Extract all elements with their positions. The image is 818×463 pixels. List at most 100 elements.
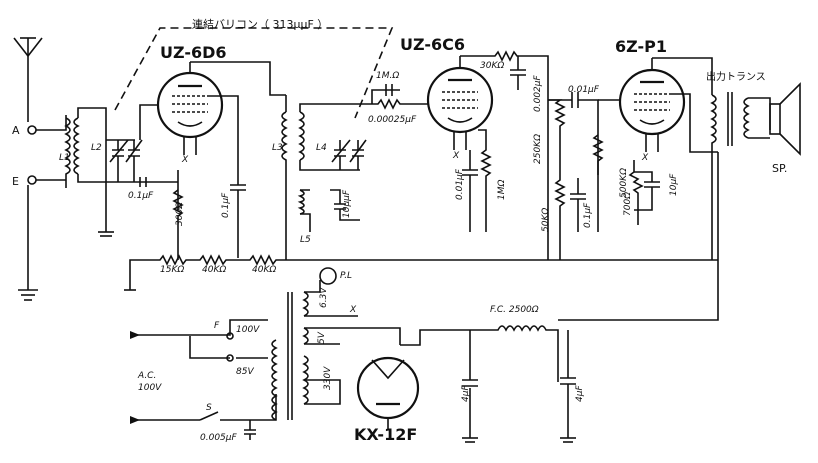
tap-100v — [226, 332, 234, 340]
label-fc: F.C. 2500Ω — [490, 305, 539, 315]
label-c4-2: 4μF — [575, 385, 585, 402]
tuning-gang-outline — [114, 27, 394, 119]
label-c01-2: 0.1μF — [221, 192, 231, 218]
label-r40k-1: 40KΩ — [202, 265, 226, 275]
label-c001-1: 0.01μF — [455, 168, 465, 200]
label-r1m: 1M.Ω — [376, 71, 399, 81]
label-r40k-2: 40KΩ — [252, 265, 276, 275]
bypass-wire — [140, 170, 179, 210]
label-l3: L3 — [272, 143, 283, 153]
secondary-wires — [304, 280, 401, 405]
label-100v: 100V — [236, 325, 260, 335]
resistor-1m — [370, 98, 410, 110]
label-s: S — [206, 403, 212, 413]
label-c4-1: 4μF — [461, 385, 471, 402]
label-r50k: 50KΩ — [541, 208, 551, 232]
label-pilot: P.L — [340, 271, 352, 281]
label-c00025: 0.00025μF — [368, 115, 417, 125]
cap-0002 — [510, 56, 526, 90]
label-r500k: 500KΩ — [619, 168, 629, 198]
terminal-a — [27, 125, 37, 135]
label-x2: X — [452, 151, 460, 161]
ground-icon-1 — [98, 225, 114, 237]
cap-01-3 — [570, 178, 586, 232]
label-c01-1: 0.1μF — [128, 191, 154, 201]
label-output-trans: 出力トランス — [706, 70, 766, 83]
resistor-1m-2 — [478, 129, 492, 232]
cap-01-2 — [230, 170, 246, 258]
label-c10uf: 10μF — [669, 173, 679, 196]
label-r700: 700Ω — [623, 192, 633, 216]
output-transformer — [710, 92, 771, 260]
label-r30k: 30KΩ — [480, 61, 504, 71]
power-transformer — [271, 291, 309, 421]
cap-4-2 — [560, 330, 576, 438]
ground-icon-3 — [462, 437, 478, 443]
divider-250k-50k — [548, 99, 566, 260]
label-l2: L2 — [91, 143, 102, 153]
field-coil — [470, 325, 559, 382]
label-r300: 300Ω — [175, 202, 185, 226]
pilot-lamp-icon — [319, 267, 337, 285]
tube3-label: 6Z-P1 — [615, 37, 667, 56]
tube1-label: UZ-6D6 — [160, 43, 227, 62]
cap-00025 — [371, 84, 400, 104]
label-c0005: 0.005μF — [200, 433, 237, 443]
tube2-label: UZ-6C6 — [400, 35, 465, 54]
b-plus-wire — [558, 152, 719, 321]
label-ac: A.C. — [137, 371, 156, 381]
label-330v: 330V — [323, 366, 333, 390]
label-63v: 6.3V — [319, 287, 329, 308]
switch-s — [199, 411, 219, 421]
rectifier-tube-icon — [356, 356, 420, 420]
label-r250k: 250KΩ — [533, 134, 543, 164]
ground-icon-4 — [560, 437, 576, 443]
tube2-icon — [426, 56, 494, 150]
label-l1: L1 — [59, 153, 70, 163]
resistor-700 — [628, 160, 644, 225]
tap-85v — [226, 354, 234, 362]
label-l4: L4 — [316, 143, 327, 153]
tube3-plate-wire — [652, 57, 718, 153]
label-l5: L5 — [300, 235, 311, 245]
label-x4: X — [349, 305, 357, 315]
cap-001-2 — [548, 92, 599, 175]
bias-resistor-chain — [129, 254, 718, 290]
ground-icon-left — [18, 185, 38, 301]
label-x1: X — [181, 155, 189, 165]
label-c10: 10μμF — [342, 189, 352, 218]
cap-0005 — [244, 420, 256, 440]
label-ac100: 100V — [138, 383, 162, 393]
tube3-icon — [618, 58, 686, 152]
cap-4-1 — [462, 379, 478, 387]
resistor-500k — [592, 134, 604, 232]
label-f: F — [214, 321, 220, 331]
rectifier-wires — [387, 329, 471, 438]
resistor-300 — [172, 189, 184, 260]
label-tuning-cap: 連結バリコン（ 313μμF ） — [192, 17, 328, 31]
label-r1m2: 1MΩ — [497, 180, 507, 200]
terminal-e — [27, 175, 37, 185]
label-sp: SP. — [772, 162, 787, 175]
tube4-label: KX-12F — [354, 425, 417, 444]
label-e: E — [12, 175, 19, 188]
tube1-screen-wire — [208, 95, 239, 170]
ac-arrow-2 — [130, 416, 140, 424]
primary-wires — [130, 319, 277, 421]
ac-arrow-1 — [130, 331, 140, 339]
label-c001-2: 0.01μF — [568, 85, 600, 95]
coil-l3-l4-l5 — [281, 95, 370, 260]
tube1-plate-wire — [190, 61, 286, 96]
label-85v: 85V — [236, 367, 254, 377]
label-c01-3: 0.1μF — [583, 202, 593, 228]
cap-001-1 — [462, 150, 478, 232]
tube1-icon — [156, 62, 224, 155]
label-a: A — [12, 124, 20, 137]
tube1-grid-wire — [139, 104, 158, 140]
label-x3: X — [641, 153, 649, 163]
resistor-30k — [460, 50, 549, 260]
label-c0002: 0.002μF — [533, 75, 543, 112]
cap-10uf — [634, 171, 660, 211]
antenna-icon — [13, 37, 43, 122]
